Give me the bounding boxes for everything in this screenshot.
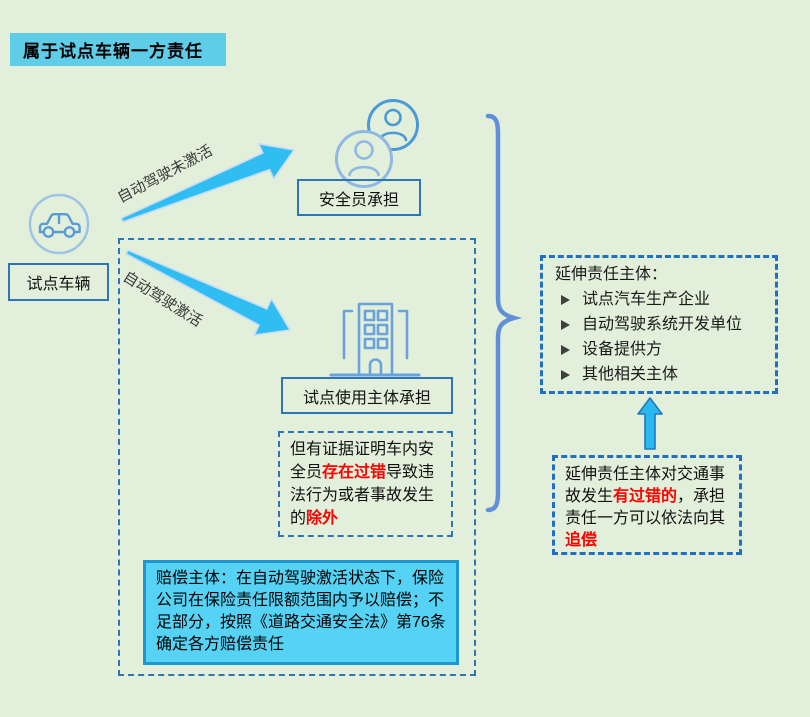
extended-item: 自动驾驶系统开发单位 (555, 312, 763, 337)
recourse-text-segment: 延伸责任主体对交通事故发生 (565, 466, 726, 505)
exception-text-segment: 存在过错 (322, 464, 387, 481)
autopilot-active-dashed-container (118, 238, 476, 676)
building-icon (329, 302, 421, 377)
compensation-text: 赔偿主体：在自动驾驶激活状态下，保险公司在保险责任限额范围内予以赔偿；不足部分，… (156, 570, 446, 653)
extended-item: 其他相关主体 (555, 362, 763, 387)
extended-item-label: 自动驾驶系统开发单位 (582, 316, 743, 333)
recourse-box: 延伸责任主体对交通事故发生有过错的，承担责任一方可以依法向其追偿 (552, 455, 742, 555)
extended-responsibility-title: 延伸责任主体： (555, 266, 668, 283)
pilot-user-label: 试点使用主体承担 (302, 389, 431, 407)
people-icon (335, 99, 419, 188)
curly-brace (485, 113, 523, 513)
exception-text-segment: 除外 (306, 510, 339, 527)
recourse-text-segment: ，承担责任一方可以依法向其 (565, 488, 726, 527)
title-banner: 属于试点车辆一方责任 (10, 33, 226, 66)
extended-item-label: 其他相关主体 (582, 366, 679, 383)
extended-item-label: 试点汽车生产企业 (582, 291, 711, 308)
extended-responsibility-box: 延伸责任主体： 试点汽车生产企业 自动驾驶系统开发单位 设备提供方 其他相关主体 (540, 255, 778, 394)
bullet-arrow-icon (561, 294, 570, 305)
extended-item: 试点汽车生产企业 (555, 287, 763, 312)
autopilot-active-arrow (125, 249, 291, 336)
compensation-box: 赔偿主体：在自动驾驶激活状态下，保险公司在保险责任限额范围内予以赔偿；不足部分，… (143, 560, 459, 665)
recourse-text-segment: 有过错的 (613, 488, 678, 505)
bullet-arrow-icon (561, 319, 570, 330)
pilot-user-box: 试点使用主体承担 (281, 377, 453, 414)
extended-item-label: 设备提供方 (582, 341, 663, 358)
exception-text-segment: 但有证据证明车内安全员 (290, 441, 435, 481)
safety-officer-box: 安全员承担 (297, 179, 421, 216)
up-arrow-icon (637, 397, 663, 450)
exception-text-segment: 导致违法行为或者事故发生的 (290, 464, 435, 527)
pilot-vehicle-box: 试点车辆 (8, 263, 109, 301)
recourse-text-segment: 追偿 (565, 532, 598, 549)
extended-item: 设备提供方 (555, 337, 763, 362)
car-icon (28, 193, 90, 255)
bullet-arrow-icon (561, 369, 570, 380)
pilot-vehicle-label: 试点车辆 (26, 276, 91, 293)
title-banner-label: 属于试点车辆一方责任 (23, 42, 203, 61)
autopilot-inactive-arrow (120, 142, 295, 223)
safety-officer-label: 安全员承担 (318, 191, 399, 209)
bullet-arrow-icon (561, 344, 570, 355)
exception-box: 但有证据证明车内安全员存在过错导致违法行为或者事故发生的除外 (278, 431, 453, 537)
